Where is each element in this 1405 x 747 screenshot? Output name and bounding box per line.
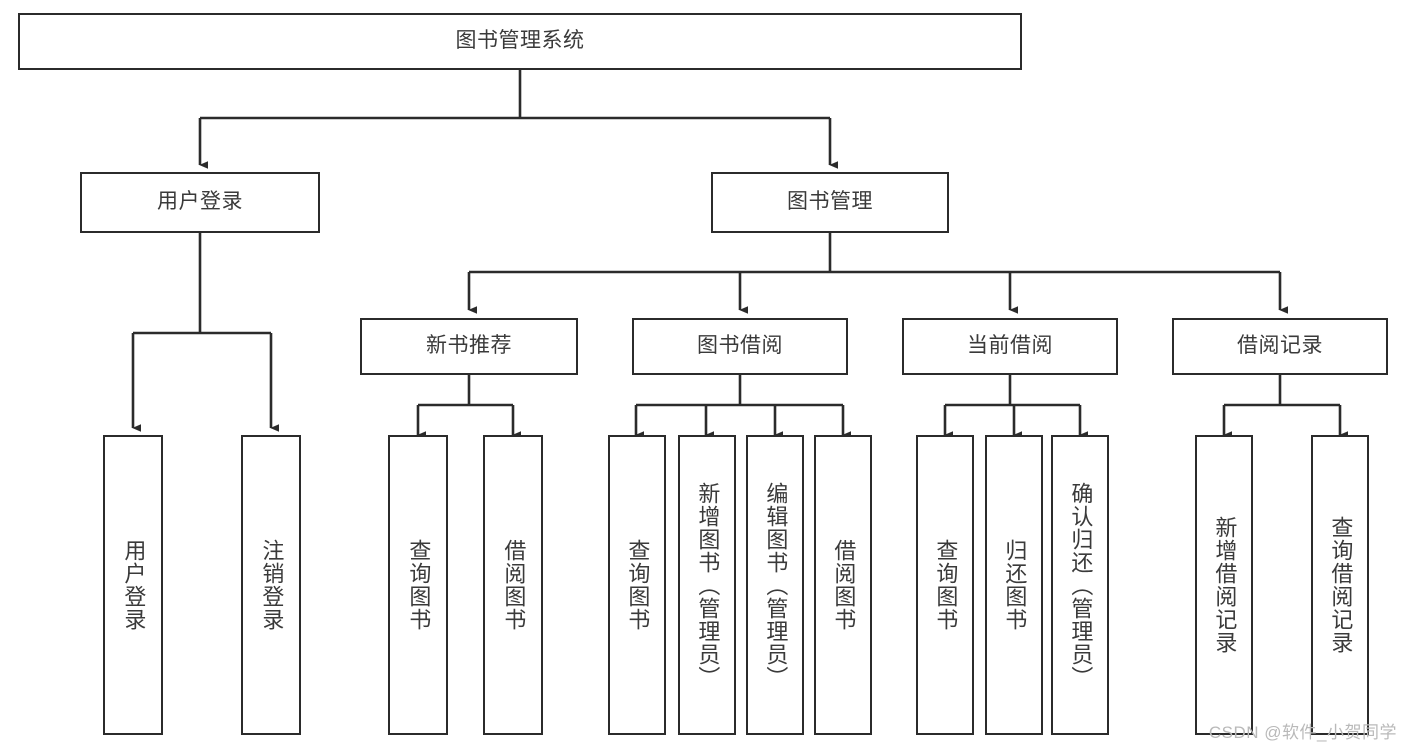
- edges-new-book-recommend-to-leaves: [416, 375, 522, 439]
- node-label: 查询图书: [933, 539, 959, 631]
- node-leaf-add-book[interactable]: 新增图书（管理员）: [678, 435, 736, 735]
- node-leaf-query-book-2[interactable]: 查询图书: [608, 435, 666, 735]
- node-leaf-edit-book[interactable]: 编辑图书（管理员）: [746, 435, 804, 735]
- edges-root-to-level2: [198, 70, 839, 169]
- edges-borrow-record-to-leaves: [1222, 375, 1349, 439]
- edges-user-login-to-leaves: [131, 233, 280, 432]
- node-leaf-confirm-return[interactable]: 确认归还（管理员）: [1051, 435, 1109, 735]
- node-label: 借阅图书: [501, 539, 527, 631]
- node-leaf-query-borrow-record[interactable]: 查询借阅记录: [1311, 435, 1369, 735]
- node-label: 注销登录: [259, 539, 285, 631]
- node-root-book-management-system[interactable]: 图书管理系统: [18, 13, 1022, 70]
- node-leaf-query-book-1[interactable]: 查询图书: [388, 435, 448, 735]
- node-label: 用户登录: [121, 539, 147, 631]
- node-leaf-return-book[interactable]: 归还图书: [985, 435, 1043, 735]
- node-leaf-query-book-3[interactable]: 查询图书: [916, 435, 974, 735]
- node-label: 新增图书（管理员）: [695, 481, 721, 689]
- node-label: 图书借阅: [697, 334, 783, 358]
- node-label: 查询图书: [625, 539, 651, 631]
- node-leaf-borrow-book-1[interactable]: 借阅图书: [483, 435, 543, 735]
- node-leaf-user-login[interactable]: 用户登录: [103, 435, 163, 735]
- node-leaf-add-borrow-record[interactable]: 新增借阅记录: [1195, 435, 1253, 735]
- node-label: 图书管理: [787, 190, 873, 214]
- edges-book-manage-to-level3: [467, 233, 1289, 314]
- node-book-borrow[interactable]: 图书借阅: [632, 318, 848, 375]
- node-label: 归还图书: [1002, 539, 1028, 631]
- node-label: 查询借阅记录: [1328, 516, 1354, 654]
- node-label: 编辑图书（管理员）: [763, 481, 789, 689]
- node-leaf-logout-login[interactable]: 注销登录: [241, 435, 301, 735]
- node-label: 新增借阅记录: [1212, 516, 1238, 654]
- node-borrow-record[interactable]: 借阅记录: [1172, 318, 1388, 375]
- node-label: 图书管理系统: [455, 29, 585, 53]
- node-new-book-recommend[interactable]: 新书推荐: [360, 318, 578, 375]
- node-current-borrow[interactable]: 当前借阅: [902, 318, 1118, 375]
- node-user-login[interactable]: 用户登录: [80, 172, 320, 233]
- node-label: 借阅图书: [831, 539, 857, 631]
- node-label: 用户登录: [157, 190, 243, 214]
- node-label: 查询图书: [406, 539, 432, 631]
- edges-current-borrow-to-leaves: [943, 375, 1089, 439]
- node-label: 当前借阅: [967, 334, 1053, 358]
- node-label: 确认归还（管理员）: [1068, 481, 1094, 689]
- node-label: 新书推荐: [426, 334, 512, 358]
- node-book-management[interactable]: 图书管理: [711, 172, 949, 233]
- node-label: 借阅记录: [1237, 334, 1323, 358]
- edges-book-borrow-to-leaves: [634, 375, 852, 439]
- node-leaf-borrow-book-2[interactable]: 借阅图书: [814, 435, 872, 735]
